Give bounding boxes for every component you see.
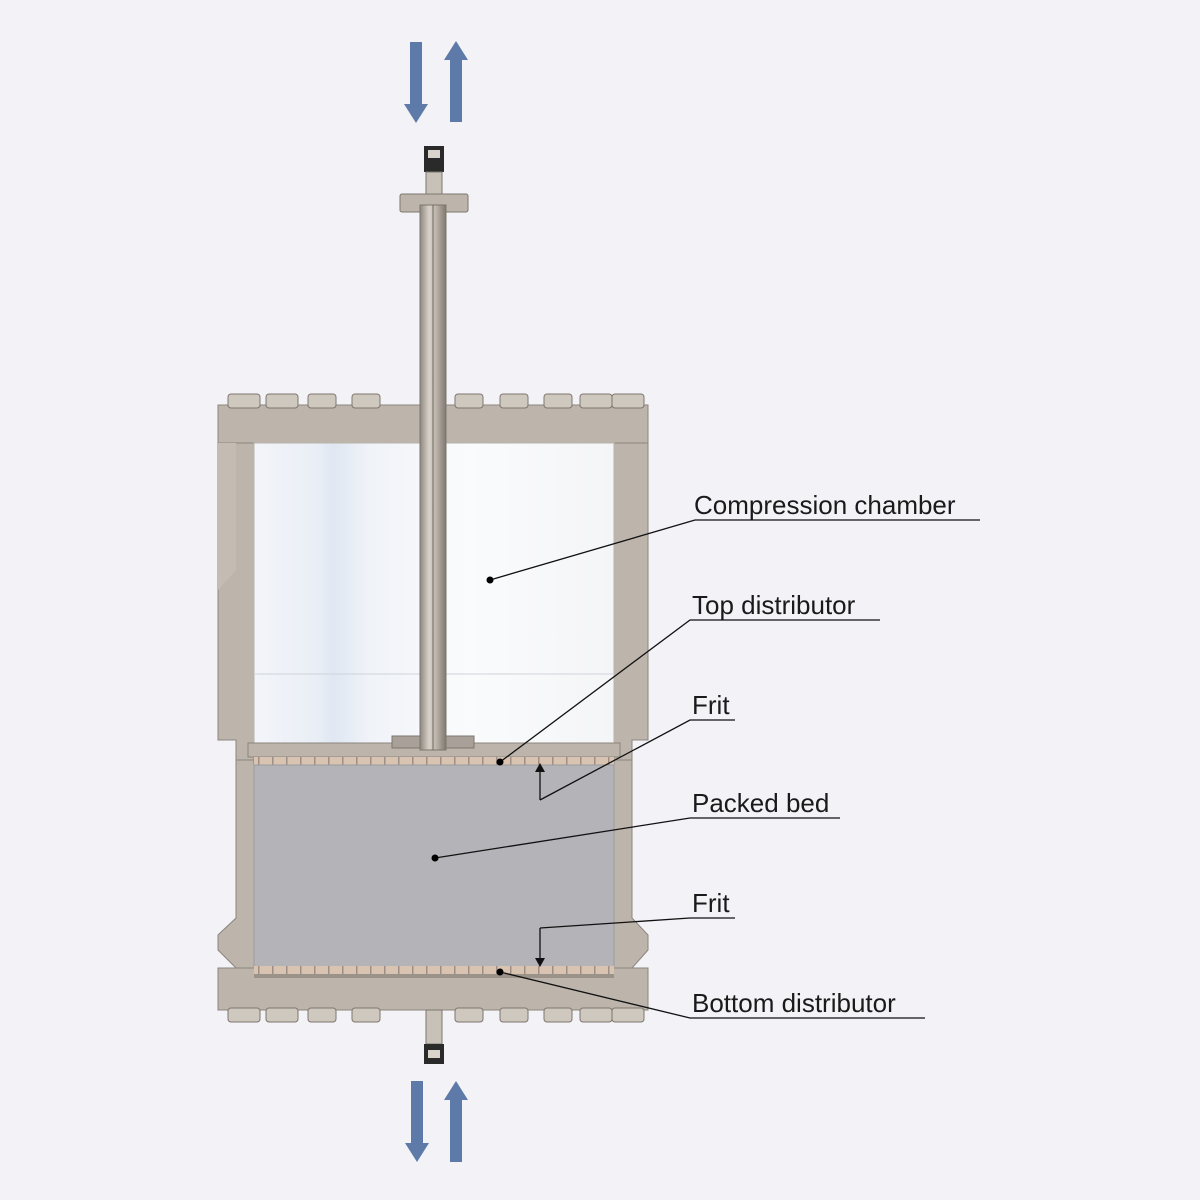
top-bolts [227, 393, 645, 409]
arrow-down-icon [405, 1081, 429, 1162]
label-packed-bed: Packed bed [692, 788, 830, 818]
bottom-fitting [424, 1009, 444, 1064]
top-flow-arrows [404, 41, 468, 123]
label-compression-chamber: Compression chamber [694, 490, 956, 520]
label-frit-bottom: Frit [692, 888, 730, 918]
bottom-bolts [227, 1007, 645, 1023]
top-fitting [399, 146, 469, 213]
label-bottom-distributor: Bottom distributor [692, 988, 896, 1018]
arrow-down-icon [404, 42, 428, 123]
arrow-up-icon [444, 1081, 468, 1162]
arrow-up-icon [444, 41, 468, 122]
label-frit-top: Frit [692, 690, 730, 720]
bottom-distributor [254, 974, 614, 978]
top-frit [254, 757, 614, 765]
leader-lines [431, 519, 980, 1019]
label-top-distributor: Top distributor [692, 590, 856, 620]
bottom-frit [254, 966, 614, 974]
packed-bed [253, 764, 615, 969]
bottom-flow-arrows [405, 1081, 468, 1162]
